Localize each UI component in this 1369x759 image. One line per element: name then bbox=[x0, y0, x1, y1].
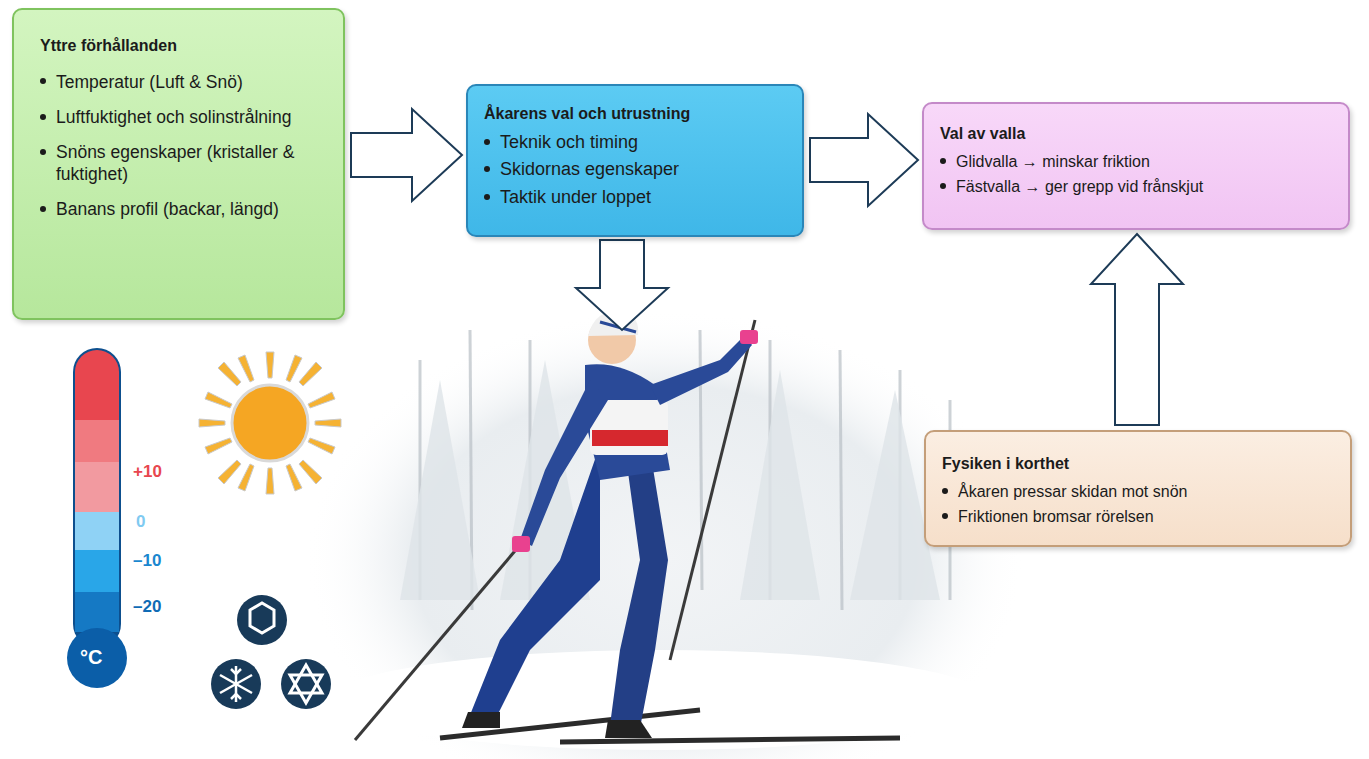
sun-icon bbox=[199, 352, 341, 494]
unit-label: °C bbox=[80, 646, 102, 669]
wax-choice-box: Val av vallaGlidvalla → minskar friktion… bbox=[922, 102, 1350, 230]
bullet-text: Teknik och timing bbox=[500, 132, 638, 154]
skier-choice-box: Åkarens val och utrustningTeknik och tim… bbox=[466, 84, 804, 237]
bullet-row: Banans profil (backar, längd) bbox=[40, 199, 325, 220]
bullet-text: Friktionen bromsar rörelsen bbox=[958, 507, 1154, 527]
bullet-row: Skidornas egenskaper bbox=[484, 159, 788, 181]
bullet-dot bbox=[942, 488, 948, 494]
bullet-dot bbox=[484, 166, 490, 172]
box-heading: Val av valla bbox=[940, 124, 1334, 144]
bullet-dot bbox=[940, 183, 946, 189]
snow-crystal-icons bbox=[211, 595, 331, 709]
bullet-dot bbox=[484, 194, 490, 200]
block-arrow bbox=[351, 109, 462, 201]
snow-ground bbox=[330, 650, 990, 750]
bullet-text: Skidornas egenskaper bbox=[500, 159, 679, 181]
bullet-text: Snöns egenskaper (kristaller & fuktighet… bbox=[56, 142, 325, 185]
bullet-dot bbox=[484, 139, 490, 145]
block-arrow bbox=[1091, 234, 1183, 425]
box-heading: Fysiken i korthet bbox=[942, 454, 1336, 474]
bullet-dot bbox=[40, 149, 46, 155]
bullet-text: Fästvalla → ger grepp vid frånskjut bbox=[956, 177, 1203, 197]
temperature-tick: –20 bbox=[133, 597, 161, 617]
bullet-text: Glidvalla → minskar friktion bbox=[956, 152, 1150, 172]
bullet-dot bbox=[940, 158, 946, 164]
bullet-row: Friktionen bromsar rörelsen bbox=[942, 507, 1336, 527]
physics-box: Fysiken i korthetÅkaren pressar skidan m… bbox=[924, 430, 1352, 547]
bullet-row: Glidvalla → minskar friktion bbox=[940, 152, 1334, 172]
conditions-box: Yttre förhållandenTemperatur (Luft & Snö… bbox=[12, 8, 345, 320]
bullet-text: Luftfuktighet och solinstrålning bbox=[56, 107, 291, 128]
temperature-tick: +10 bbox=[133, 462, 162, 482]
box-heading: Yttre förhållanden bbox=[40, 36, 325, 56]
block-arrow bbox=[810, 114, 918, 206]
bullet-dot bbox=[40, 206, 46, 212]
bullet-row: Temperatur (Luft & Snö) bbox=[40, 72, 325, 93]
bullet-row: Taktik under loppet bbox=[484, 187, 788, 209]
temperature-tick: 0 bbox=[136, 512, 145, 532]
bullet-text: Banans profil (backar, längd) bbox=[56, 199, 279, 220]
snow-background bbox=[305, 310, 1025, 759]
box-heading: Åkarens val och utrustning bbox=[484, 104, 788, 124]
bullet-row: Snöns egenskaper (kristaller & fuktighet… bbox=[40, 142, 325, 185]
bullet-row: Åkaren pressar skidan mot snön bbox=[942, 482, 1336, 502]
bullet-text: Temperatur (Luft & Snö) bbox=[56, 72, 243, 93]
thermometer bbox=[67, 348, 127, 688]
skier bbox=[355, 310, 900, 742]
bullet-row: Teknik och timing bbox=[484, 132, 788, 154]
bullet-dot bbox=[942, 513, 948, 519]
bullet-dot bbox=[40, 114, 46, 120]
temperature-tick: –10 bbox=[133, 551, 161, 571]
bullet-dot bbox=[40, 78, 46, 84]
bullet-text: Åkaren pressar skidan mot snön bbox=[958, 482, 1187, 502]
down-arrow bbox=[576, 240, 668, 330]
bullet-row: Fästvalla → ger grepp vid frånskjut bbox=[940, 177, 1334, 197]
bullet-text: Taktik under loppet bbox=[500, 187, 651, 209]
bullet-row: Luftfuktighet och solinstrålning bbox=[40, 107, 325, 128]
